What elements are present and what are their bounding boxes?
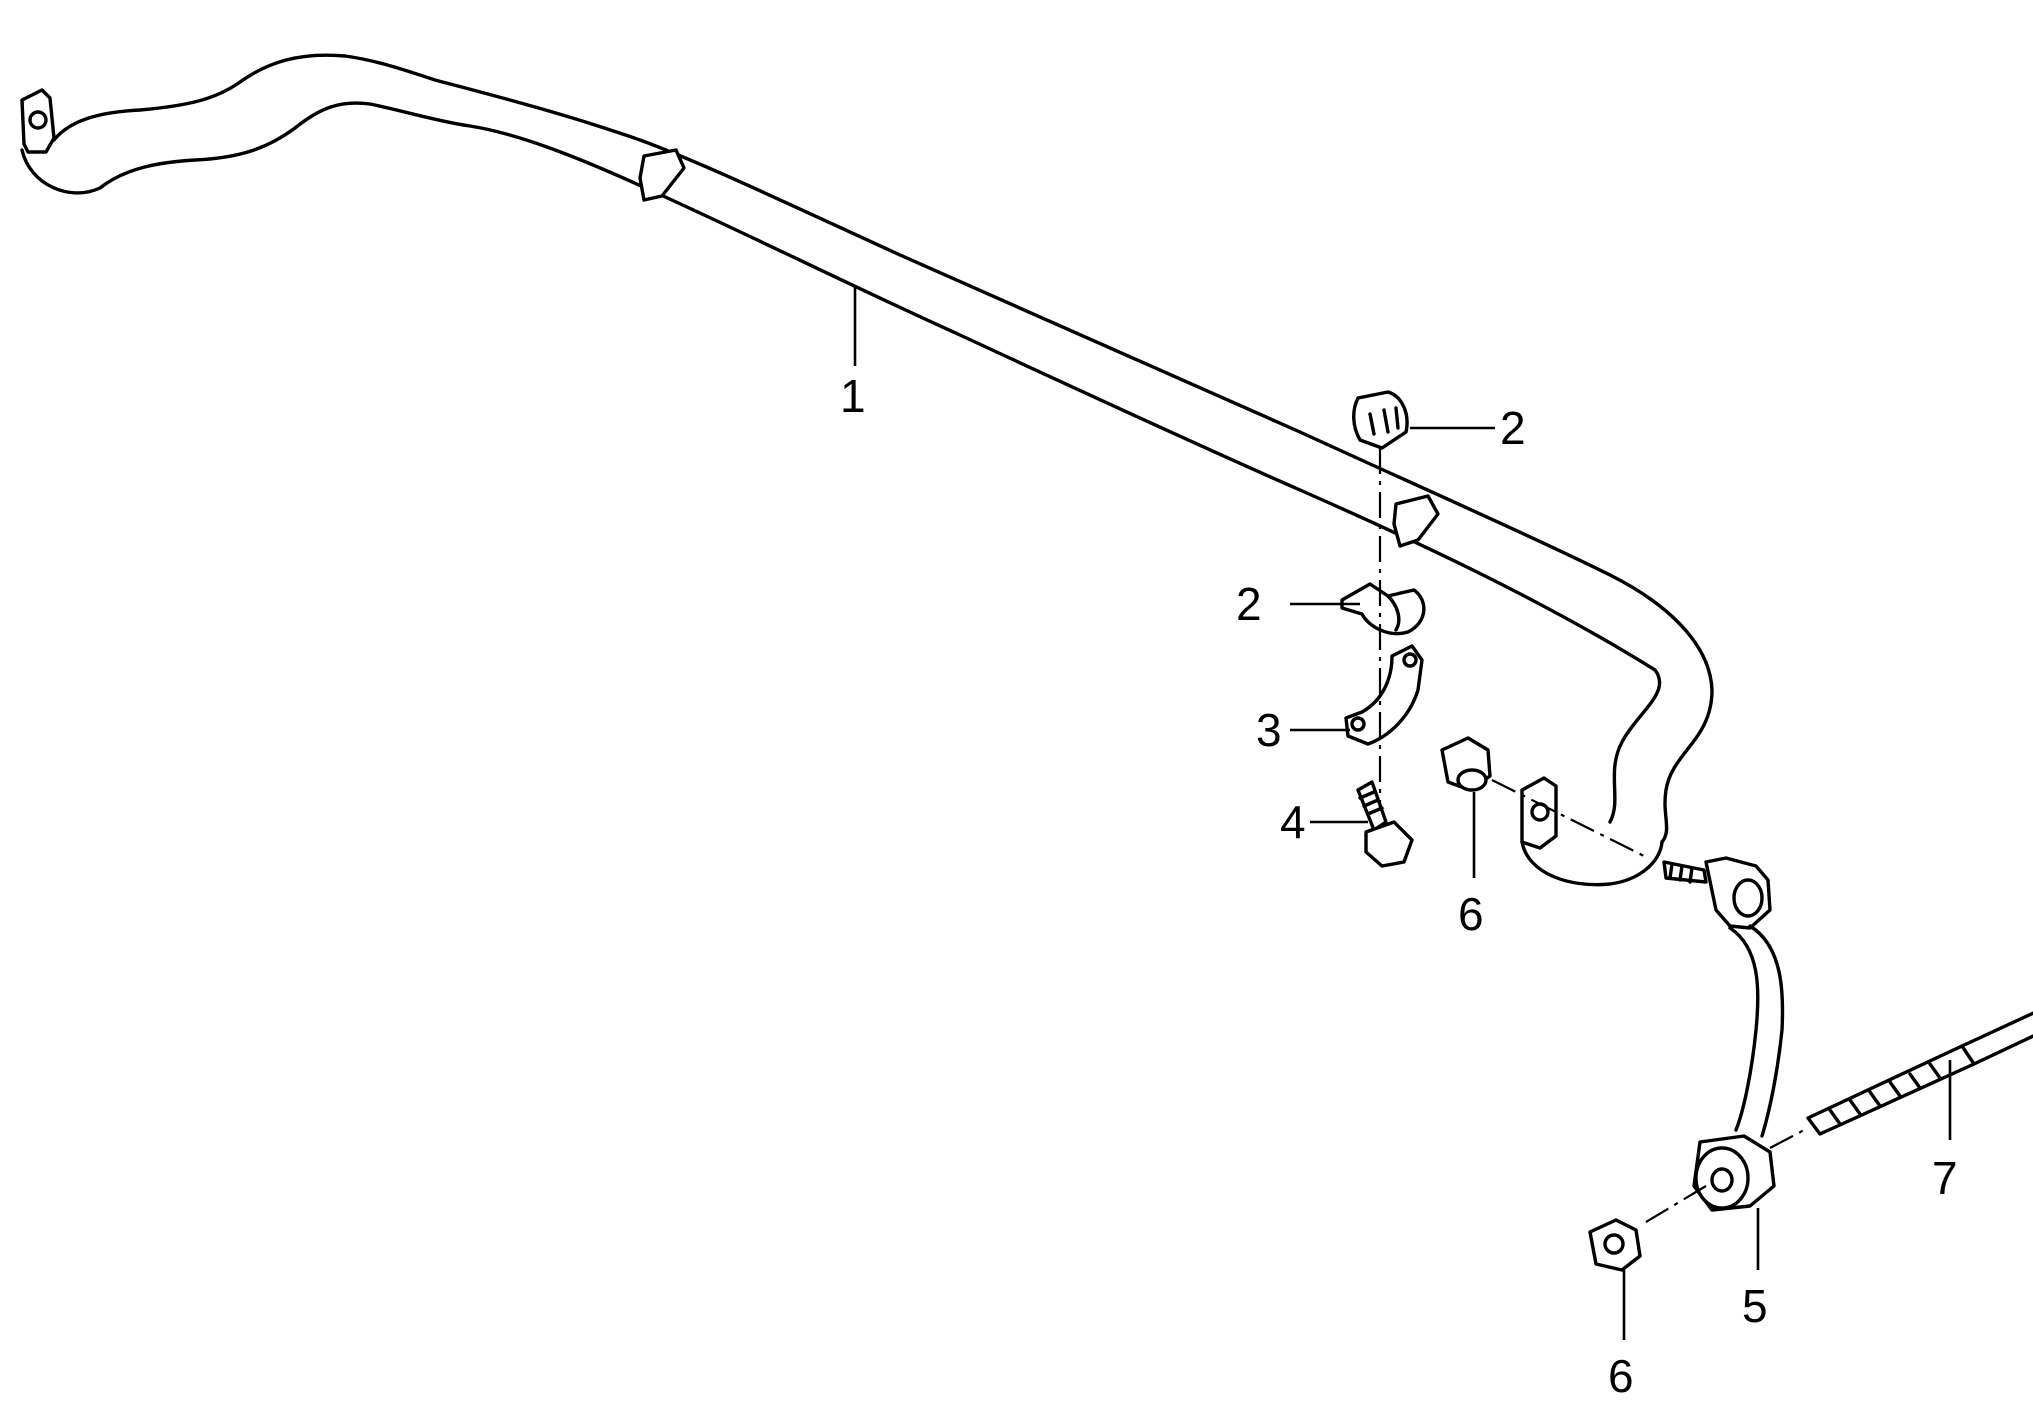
flange-nut	[1588, 1218, 1642, 1272]
callout-4: 4	[1280, 796, 1306, 848]
stabilizer-bar	[20, 53, 1714, 887]
right-end-bracket	[1520, 776, 1558, 850]
left-bracket-hole	[28, 110, 48, 130]
rubber-bearing	[1352, 390, 1409, 450]
collar-nut	[1440, 736, 1492, 792]
long-bolt	[1806, 1011, 2033, 1136]
callout-5: 5	[1742, 1280, 1768, 1332]
leader-lines	[853, 287, 1952, 1340]
callout-7: 7	[1932, 1152, 1958, 1204]
bar-upper-edge	[52, 53, 1714, 844]
hex-screw	[1356, 780, 1414, 868]
callout-labels: 1 2 2 3 4 6 7 5 6	[840, 370, 1958, 1402]
callout-1: 1	[840, 370, 866, 422]
callout-2-top: 2	[1500, 402, 1526, 454]
right-bushing-collar	[1392, 494, 1440, 548]
callout-2-middle: 2	[1236, 578, 1262, 630]
left-bushing-collar	[638, 148, 686, 202]
left-end-bracket	[20, 88, 56, 154]
callout-3: 3	[1256, 704, 1282, 756]
assembly-axes	[1378, 448, 1809, 1223]
callout-6-upper: 6	[1458, 888, 1484, 940]
right-end-loop	[1520, 840, 1664, 887]
mounting-bracket	[1344, 644, 1424, 746]
bar-lower-edge	[20, 101, 1662, 824]
callout-6-lower: 6	[1608, 1350, 1634, 1402]
coupling-rod	[1662, 856, 1785, 1212]
clip	[1340, 582, 1426, 636]
